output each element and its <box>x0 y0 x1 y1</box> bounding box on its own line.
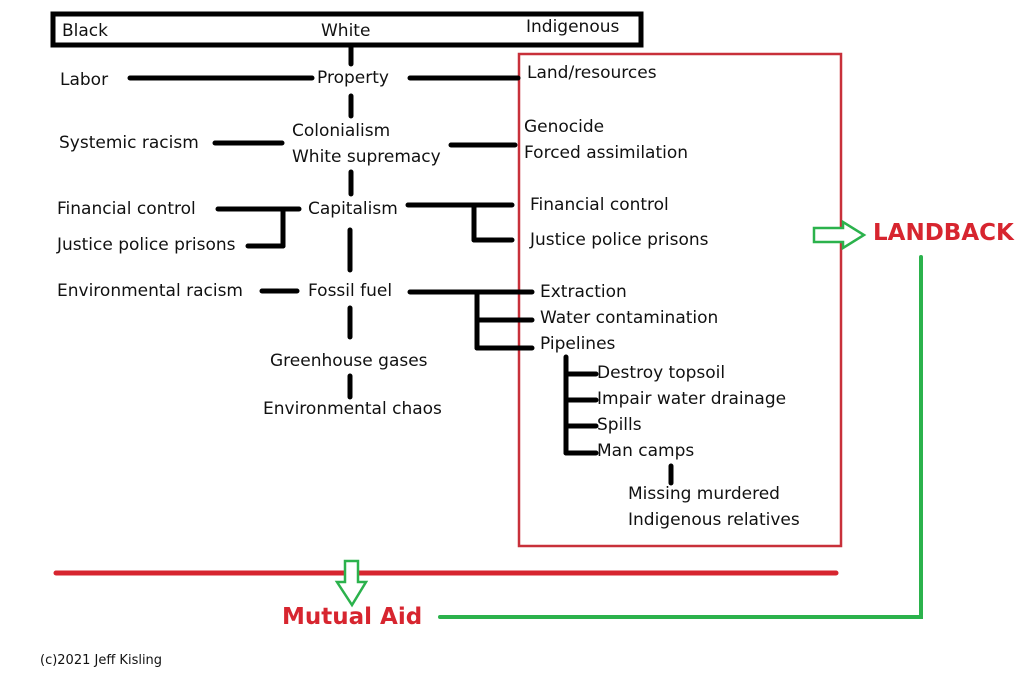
label-greenhouse-gases: Greenhouse gases <box>270 351 428 371</box>
label-pipelines: Pipelines <box>540 334 616 354</box>
label-capitalism: Capitalism <box>308 199 398 219</box>
header-box <box>50 11 644 48</box>
header-indigenous: Indigenous <box>526 17 620 37</box>
label-financial-control-right: Financial control <box>530 195 669 215</box>
label-colonialism: Colonialism <box>292 121 391 141</box>
arrow-down-icon <box>334 559 369 608</box>
label-impair-drainage: Impair water drainage <box>597 389 787 409</box>
label-labor: Labor <box>60 70 109 90</box>
label-forced-assimilation: Forced assimilation <box>524 143 689 163</box>
label-indigenous-relatives: Indigenous relatives <box>628 510 800 530</box>
copyright: (c)2021 Jeff Kisling <box>40 653 163 668</box>
label-destroy-topsoil: Destroy topsoil <box>597 363 726 383</box>
label-financial-control-left: Financial control <box>57 199 196 219</box>
label-justice-right: Justice police prisons <box>530 230 709 250</box>
label-property: Property <box>317 68 389 88</box>
mutual-aid-label: Mutual Aid <box>282 604 423 630</box>
green-connector <box>438 255 923 619</box>
indigenous-box <box>517 52 843 548</box>
label-land-resources: Land/resources <box>527 63 657 83</box>
label-extraction: Extraction <box>540 282 627 302</box>
arrow-right-icon <box>812 219 867 251</box>
header-black: Black <box>62 21 108 41</box>
label-environmental-racism: Environmental racism <box>57 281 243 301</box>
header-white: White <box>321 21 371 41</box>
label-man-camps: Man camps <box>597 441 695 461</box>
label-fossil-fuel: Fossil fuel <box>308 281 393 301</box>
label-genocide: Genocide <box>524 117 605 137</box>
label-white-supremacy: White supremacy <box>292 147 441 167</box>
label-systemic-racism: Systemic racism <box>59 133 199 153</box>
label-environmental-chaos: Environmental chaos <box>263 399 442 419</box>
label-justice-left: Justice police prisons <box>57 235 236 255</box>
landback-label: LANDBACK <box>873 220 1014 246</box>
label-water-contamination: Water contamination <box>540 308 719 328</box>
label-spills: Spills <box>597 415 642 435</box>
label-missing-murdered: Missing murdered <box>628 484 780 504</box>
